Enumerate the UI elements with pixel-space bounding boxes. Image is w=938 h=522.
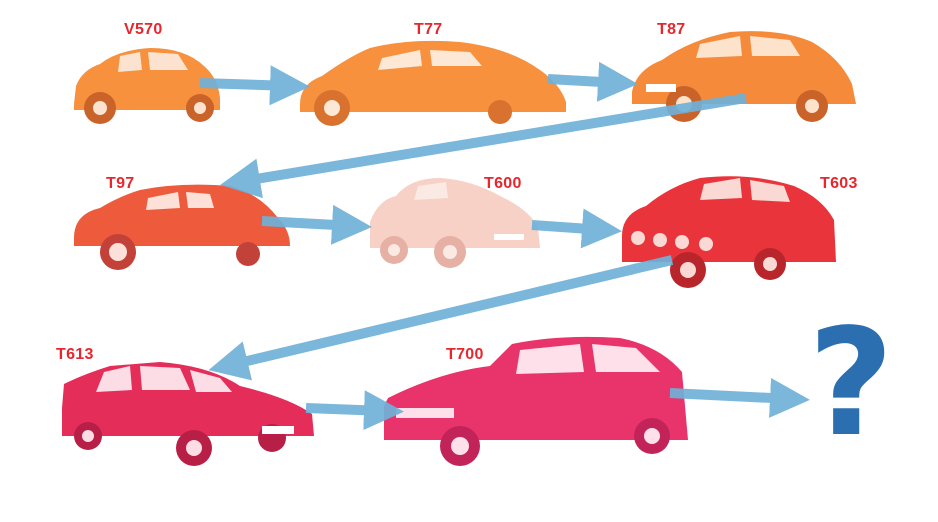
question-mark-icon: ? [808,297,894,469]
car-v570 [74,48,220,124]
label-t603: T603 [820,175,858,192]
label-v570: V570 [124,21,163,38]
label-t600: T600 [484,175,522,192]
label-t700: T700 [446,346,484,363]
car-t600 [370,178,540,268]
arrow-t613-to-t700 [305,390,404,431]
arrow-t700-to-next [669,377,810,418]
arrow-t97-to-t600 [261,204,372,245]
label-t77: T77 [414,21,443,38]
car-t613 [62,362,314,466]
arrow-v570-to-t77 [199,65,310,106]
car-t77 [300,40,566,126]
label-t87: T87 [657,21,686,38]
car-t700 [384,336,688,466]
arrow-t77-to-t87 [547,61,638,102]
car-t97 [74,184,290,270]
car-t603 [622,176,836,288]
arrow-t87-to-t97 [220,93,747,199]
label-t97: T97 [106,175,135,192]
arrow-t600-to-t603 [531,208,622,249]
label-t613: T613 [56,346,94,363]
arrow-t603-to-t613 [208,255,674,381]
